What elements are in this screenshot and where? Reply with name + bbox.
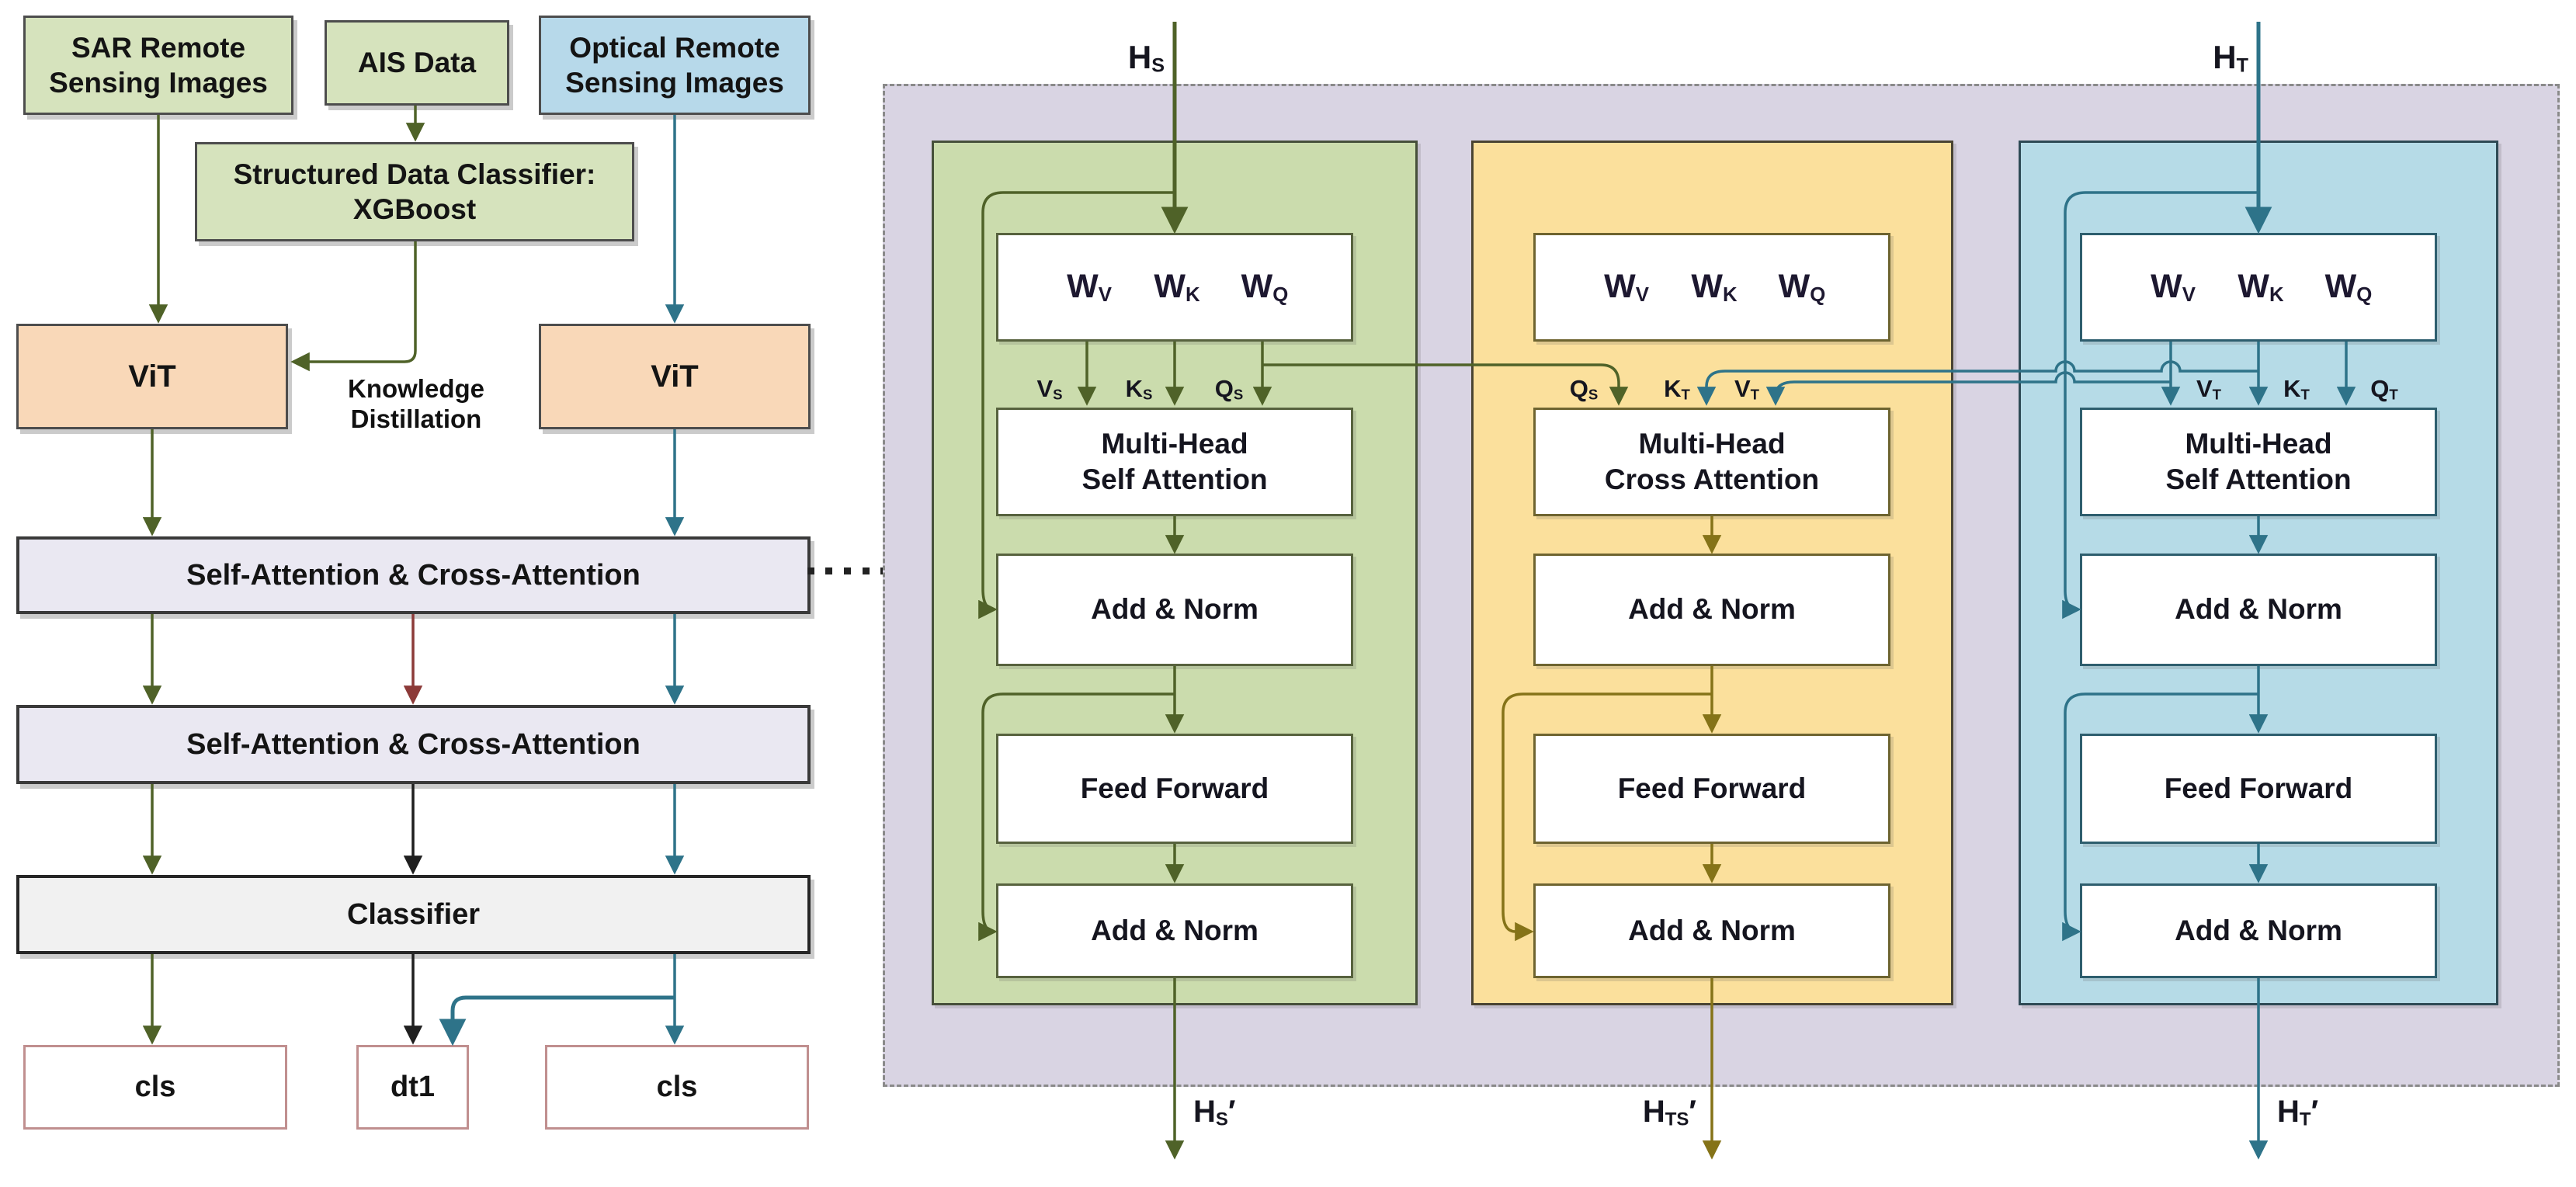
- output-dt1-label: dt1: [391, 1071, 435, 1104]
- feed-forward-cross: Feed Forward: [1533, 734, 1890, 844]
- add-norm-1-cross: Add & Norm: [1533, 554, 1890, 666]
- residual-1-target: [2062, 191, 2258, 620]
- output-hts-prime-label: HTS′: [1642, 1095, 1696, 1130]
- xgboost-classifier-box: Structured Data Classifier:XGBoost: [195, 142, 634, 241]
- output-hs-prime-label: HS′: [1193, 1095, 1236, 1130]
- input-ht-label: HT: [2213, 39, 2248, 77]
- qkv-label-ks: KS: [1125, 375, 1153, 403]
- qkv-label-vt: VT: [2196, 375, 2222, 403]
- cross-column-wires: [1502, 516, 1722, 1160]
- attention-fusion-label-1: Self-Attention & Cross-Attention: [186, 558, 641, 592]
- vit-left-label: ViT: [128, 359, 176, 394]
- kt-to-cross-attention: [1696, 360, 2258, 406]
- input-hs-label: HS: [1127, 39, 1165, 77]
- detail-link-dot: [844, 567, 851, 574]
- ais-data-label: AIS Data: [357, 47, 477, 79]
- green-arrows: [142, 106, 425, 1045]
- vit-left-box: ViT: [16, 324, 288, 429]
- qkv-label-qs: QS: [1214, 375, 1244, 403]
- residual-1-source: [978, 191, 1175, 620]
- weight-wv-label: WV: [1604, 268, 1649, 306]
- output-dt1-box: dt1: [356, 1045, 469, 1130]
- output-cls-left-label: cls: [134, 1071, 176, 1104]
- weights-box-cross: WV WK WQ: [1533, 233, 1890, 342]
- detail-link-dot: [863, 567, 870, 574]
- qkv-label-kt: KT: [2283, 375, 2310, 403]
- knowledge-distillation-arrow: [290, 241, 417, 372]
- weight-wq-label: WQ: [2324, 268, 2373, 306]
- attention-fusion-box-1: Self-Attention & Cross-Attention: [16, 536, 811, 614]
- weight-wv-label: WV: [1067, 268, 1112, 306]
- output-cls-left-box: cls: [23, 1045, 287, 1130]
- qkv-label-qs-cross: QS: [1569, 375, 1599, 403]
- detail-link-dot: [807, 567, 814, 574]
- weight-wq-label: WQ: [1241, 268, 1289, 306]
- feed-forward-target: Feed Forward: [2080, 734, 2437, 844]
- output-cls-right-label: cls: [656, 1071, 698, 1104]
- vt-to-cross-attention: [1765, 371, 2171, 406]
- weight-wq-label: WQ: [1778, 268, 1826, 306]
- knowledge-distillation-label: Knowledge Distillation: [347, 374, 484, 433]
- qs-to-cross-attention: [1262, 363, 1629, 406]
- classifier-label: Classifier: [346, 897, 481, 931]
- qkv-label-vs: VS: [1036, 375, 1063, 403]
- detail-link-dot: [825, 567, 832, 574]
- vit-right-label: ViT: [651, 359, 699, 394]
- output-ht-prime-label: HT′: [2277, 1095, 2319, 1130]
- residual-2-target: [2062, 692, 2258, 942]
- weights-box-source: WV WK WQ: [996, 233, 1353, 342]
- add-norm-1-target: Add & Norm: [2080, 554, 2437, 666]
- attention-fusion-box-2: Self-Attention & Cross-Attention: [16, 705, 811, 784]
- xgboost-classifier-label: Structured Data Classifier:XGBoost: [233, 158, 596, 225]
- output-cls-right-box: cls: [545, 1045, 809, 1130]
- weight-wk-label: WK: [1691, 268, 1738, 306]
- attention-fusion-label-2: Self-Attention & Cross-Attention: [186, 727, 641, 761]
- qkv-label-kt-cross: KT: [1664, 375, 1690, 403]
- residual-2-cross: [1502, 692, 1712, 942]
- weight-wk-label: WK: [2238, 268, 2284, 306]
- residual-2-source: [978, 692, 1175, 942]
- add-norm-2-source: Add & Norm: [996, 883, 1353, 978]
- add-norm-2-cross: Add & Norm: [1533, 883, 1890, 978]
- vit-right-box: ViT: [539, 324, 811, 429]
- qkv-label-vt-cross: VT: [1734, 375, 1760, 403]
- weight-wv-label: WV: [2151, 268, 2196, 306]
- weights-box-target: WV WK WQ: [2080, 233, 2437, 342]
- cls-to-dt1-branch-arrow: [439, 995, 675, 1046]
- qkv-label-qt: QT: [2370, 375, 2398, 403]
- source-column-wires: [978, 22, 1629, 1160]
- teal-arrows: [439, 115, 685, 1046]
- target-column-wires: [1696, 22, 2356, 1160]
- weight-wk-label: WK: [1154, 268, 1200, 306]
- ais-data-box: AIS Data: [325, 20, 509, 106]
- feed-forward-source: Feed Forward: [996, 734, 1353, 844]
- classifier-box: Classifier: [16, 875, 811, 954]
